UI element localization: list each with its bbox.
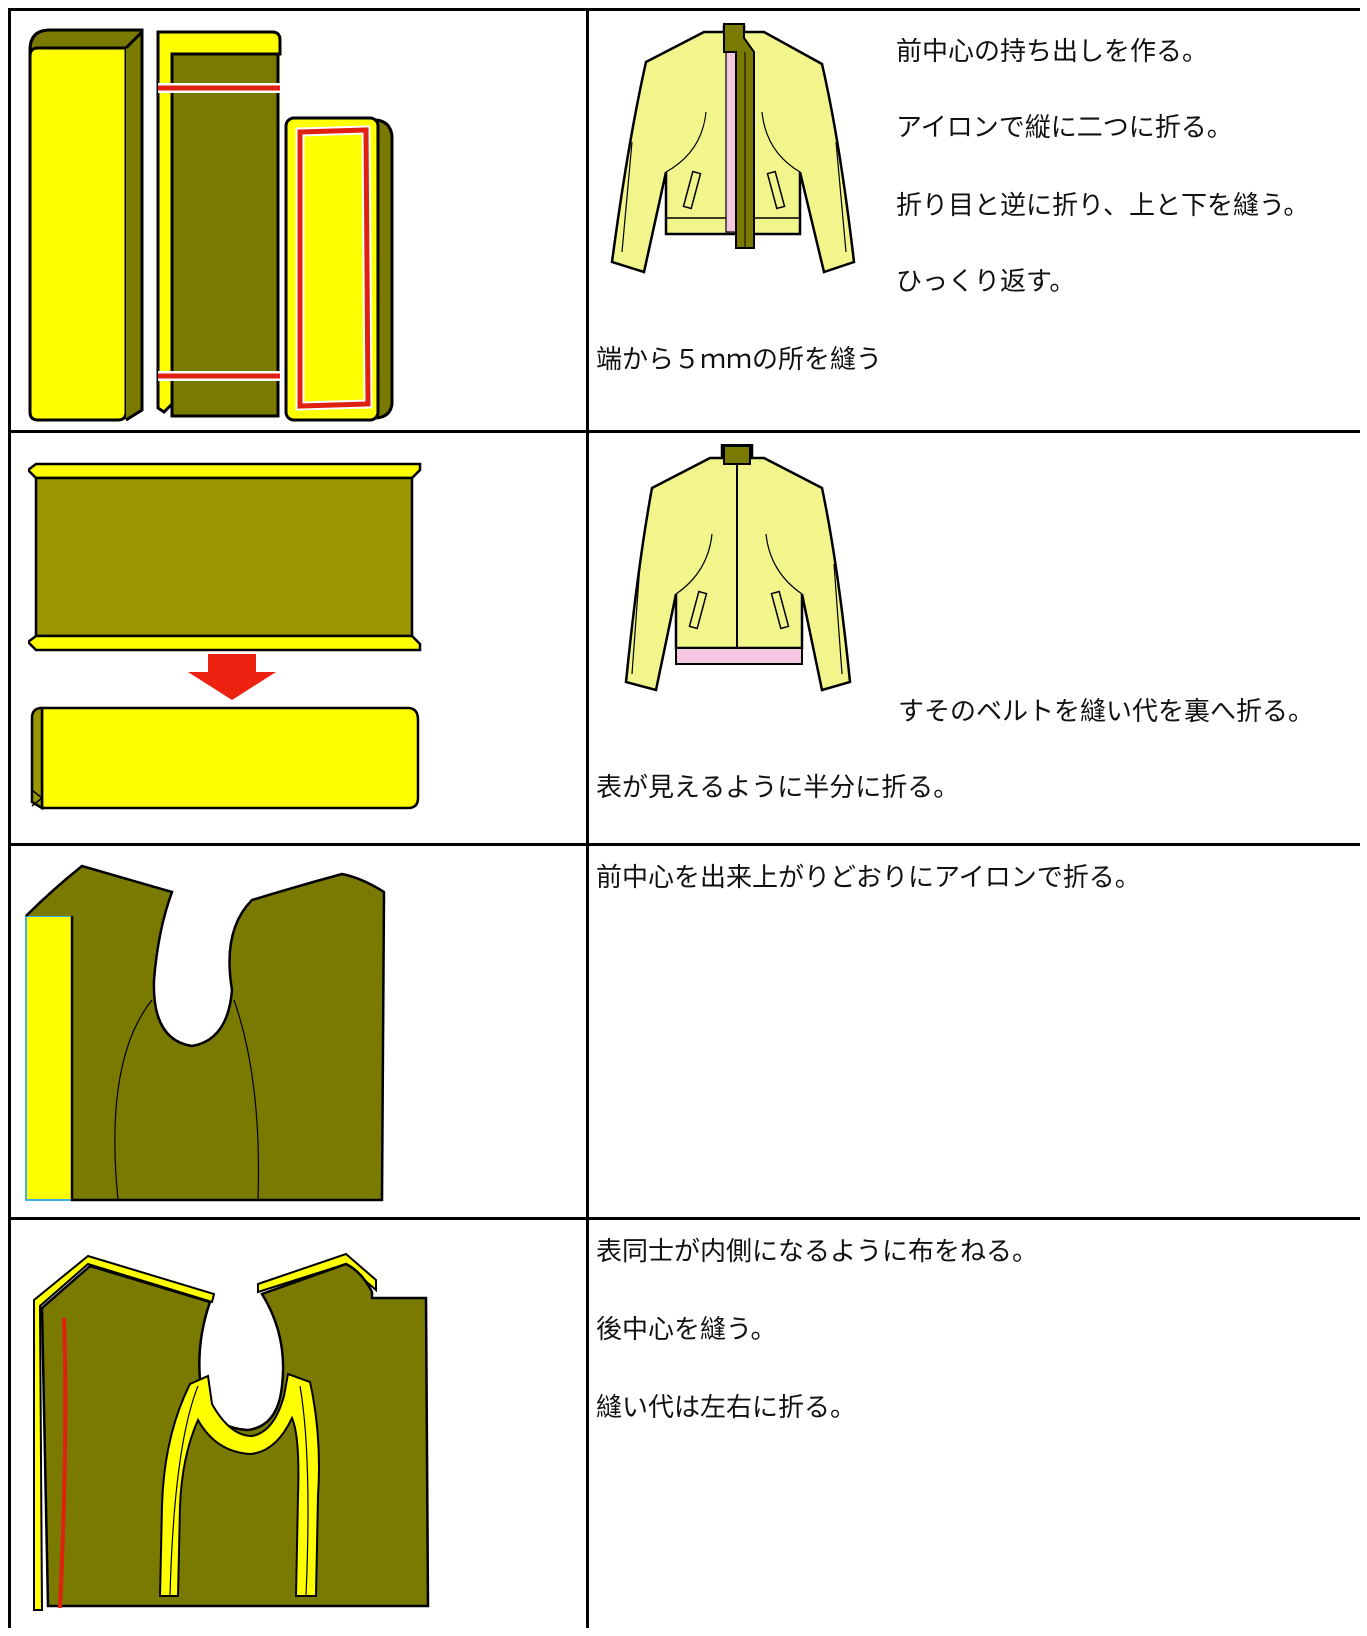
jacket-placket-illustration: [604, 22, 874, 290]
placket-strips-illustration: [24, 24, 404, 424]
instruction-table: 前中心の持ち出しを作る。 アイロンで縦に二つに折る。 折り目と逆に折り、上と下を…: [8, 8, 1360, 1628]
row3-step-1: 前中心を出来上がりどおりにアイロンで折る。: [596, 863, 1141, 893]
row-divider-3: [8, 1217, 1360, 1220]
row4-step-3: 縫い代は左右に折る。: [596, 1393, 857, 1423]
row2-step-2: 表が見えるように半分に折る。: [596, 773, 960, 803]
row-divider-1: [8, 430, 1360, 433]
row4-step-1: 表同士が内側になるように布をねる。: [596, 1237, 1039, 1267]
jacket-hem-illustration: [612, 444, 872, 714]
table-border-left: [8, 8, 11, 1628]
row1-step-4: ひっくり返す。: [896, 267, 1076, 297]
row1-step-2: アイロンで縦に二つに折る。: [896, 113, 1233, 143]
row1-step-3: 折り目と逆に折り、上と下を縫う。: [896, 191, 1310, 221]
table-border-top: [8, 8, 1360, 11]
hem-band-illustration: [28, 450, 438, 830]
row-divider-2: [8, 843, 1360, 846]
row4-step-2: 後中心を縫う。: [596, 1315, 777, 1345]
column-divider: [586, 8, 589, 1628]
row2-step-1: すそのベルトを縫い代を裏へ折る。: [898, 697, 1315, 727]
front-center-fold-illustration: [22, 860, 392, 1210]
back-center-seam-illustration: [26, 1236, 446, 1616]
row1-step-1: 前中心の持ち出しを作る。: [896, 37, 1209, 67]
row1-step-5: 端から５ｍｍの所を縫う: [596, 345, 883, 375]
